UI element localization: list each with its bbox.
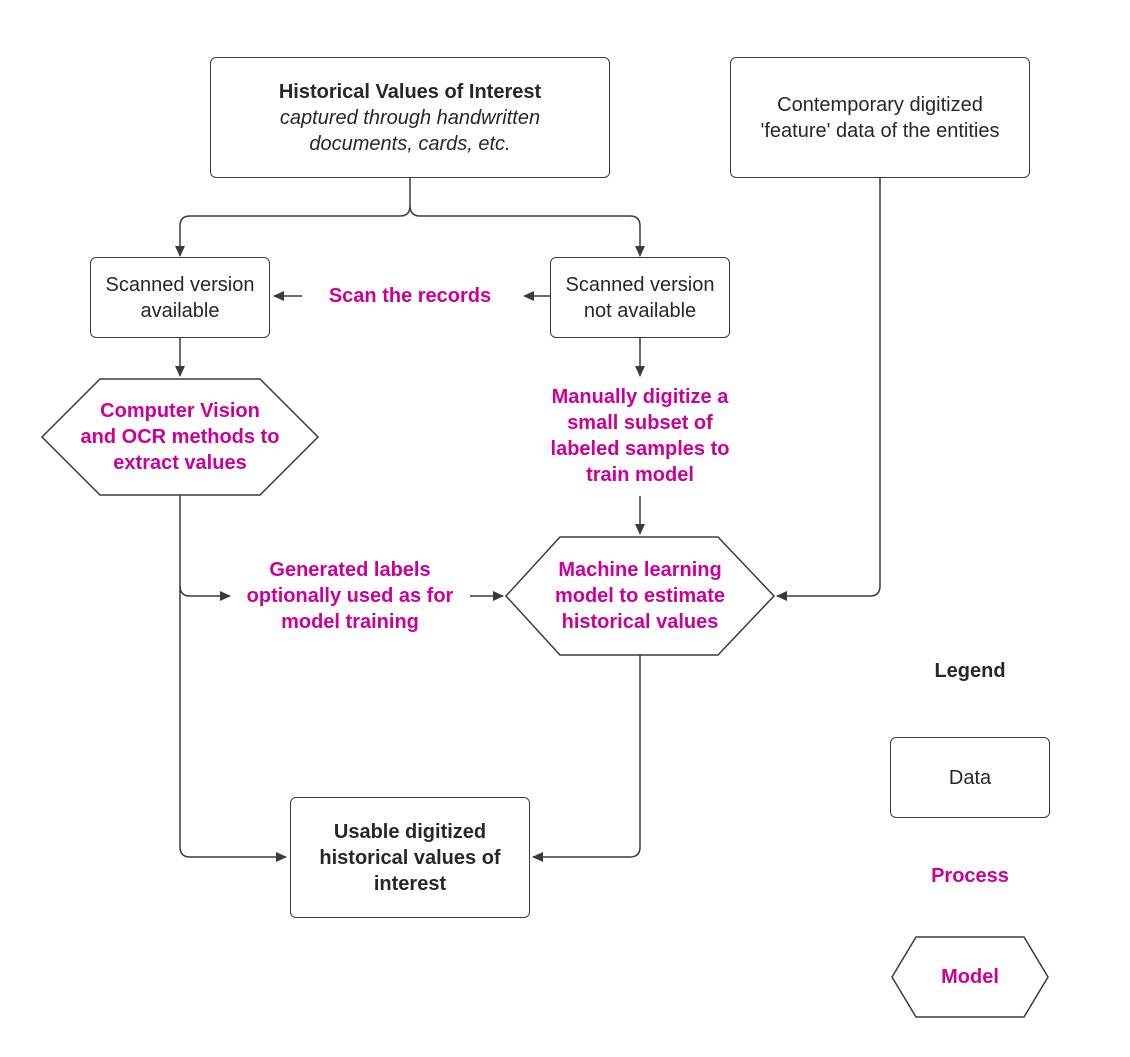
connector-historical-to-not-available <box>409 205 645 257</box>
scanned-not-available-box: Scanned version not available <box>550 257 730 338</box>
cv-ocr-model-label: Computer Vision and OCR methods to extra… <box>80 400 280 474</box>
scan-records-process: Scan the records <box>304 281 516 311</box>
ml-model-label: Machine learning model to estimate histo… <box>554 559 726 633</box>
legend-model-label: Model <box>941 966 999 988</box>
historical-values-box: Historical Values of Interest captured t… <box>210 57 610 178</box>
manually-digitize-process: Manually digitize a small subset of labe… <box>530 381 750 491</box>
cv-ocr-hexagon-shape <box>40 378 320 496</box>
legend-model-hexagon-shape <box>891 936 1049 1018</box>
connector-cv-ocr-to-generated-labels <box>179 585 231 601</box>
scanned-not-available-label: Scanned version not available <box>565 273 715 322</box>
cv-ocr-model: Computer Vision and OCR methods to extra… <box>80 379 280 495</box>
historical-values-title: Historical Values of Interest <box>278 80 542 103</box>
connector-ml-model-to-usable <box>532 655 641 862</box>
generated-labels-label: Generated labels optionally used as for … <box>246 559 454 633</box>
legend-process: Process <box>890 862 1050 890</box>
manually-digitize-label: Manually digitize a small subset of labe… <box>550 386 730 486</box>
scanned-available-label: Scanned version available <box>105 273 255 322</box>
legend-data-box: Data <box>890 737 1050 818</box>
legend-model: Model <box>892 937 1048 1017</box>
usable-values-box: Usable digitized historical values of in… <box>290 797 530 918</box>
generated-labels-process: Generated labels optionally used as for … <box>230 556 470 636</box>
contemporary-data-label: Contemporary digitized 'feature' data of… <box>760 93 1000 142</box>
ml-model-hexagon-shape <box>504 536 776 656</box>
usable-values-label: Usable digitized historical values of in… <box>319 820 501 895</box>
legend-data-label: Data <box>948 766 992 789</box>
ml-model: Machine learning model to estimate histo… <box>540 537 740 655</box>
historical-values-subtitle: captured through handwritten documents, … <box>279 106 541 155</box>
connector-cv-ocr-to-usable <box>179 495 287 862</box>
legend-process-label: Process <box>931 865 1009 887</box>
contemporary-data-box: Contemporary digitized 'feature' data of… <box>730 57 1030 178</box>
legend-title: Legend <box>934 660 1006 682</box>
scanned-available-box: Scanned version available <box>90 257 270 338</box>
scan-records-label: Scan the records <box>328 285 492 307</box>
connector-historical-split <box>175 178 411 257</box>
connector-contemporary-to-ml-model <box>776 178 881 601</box>
